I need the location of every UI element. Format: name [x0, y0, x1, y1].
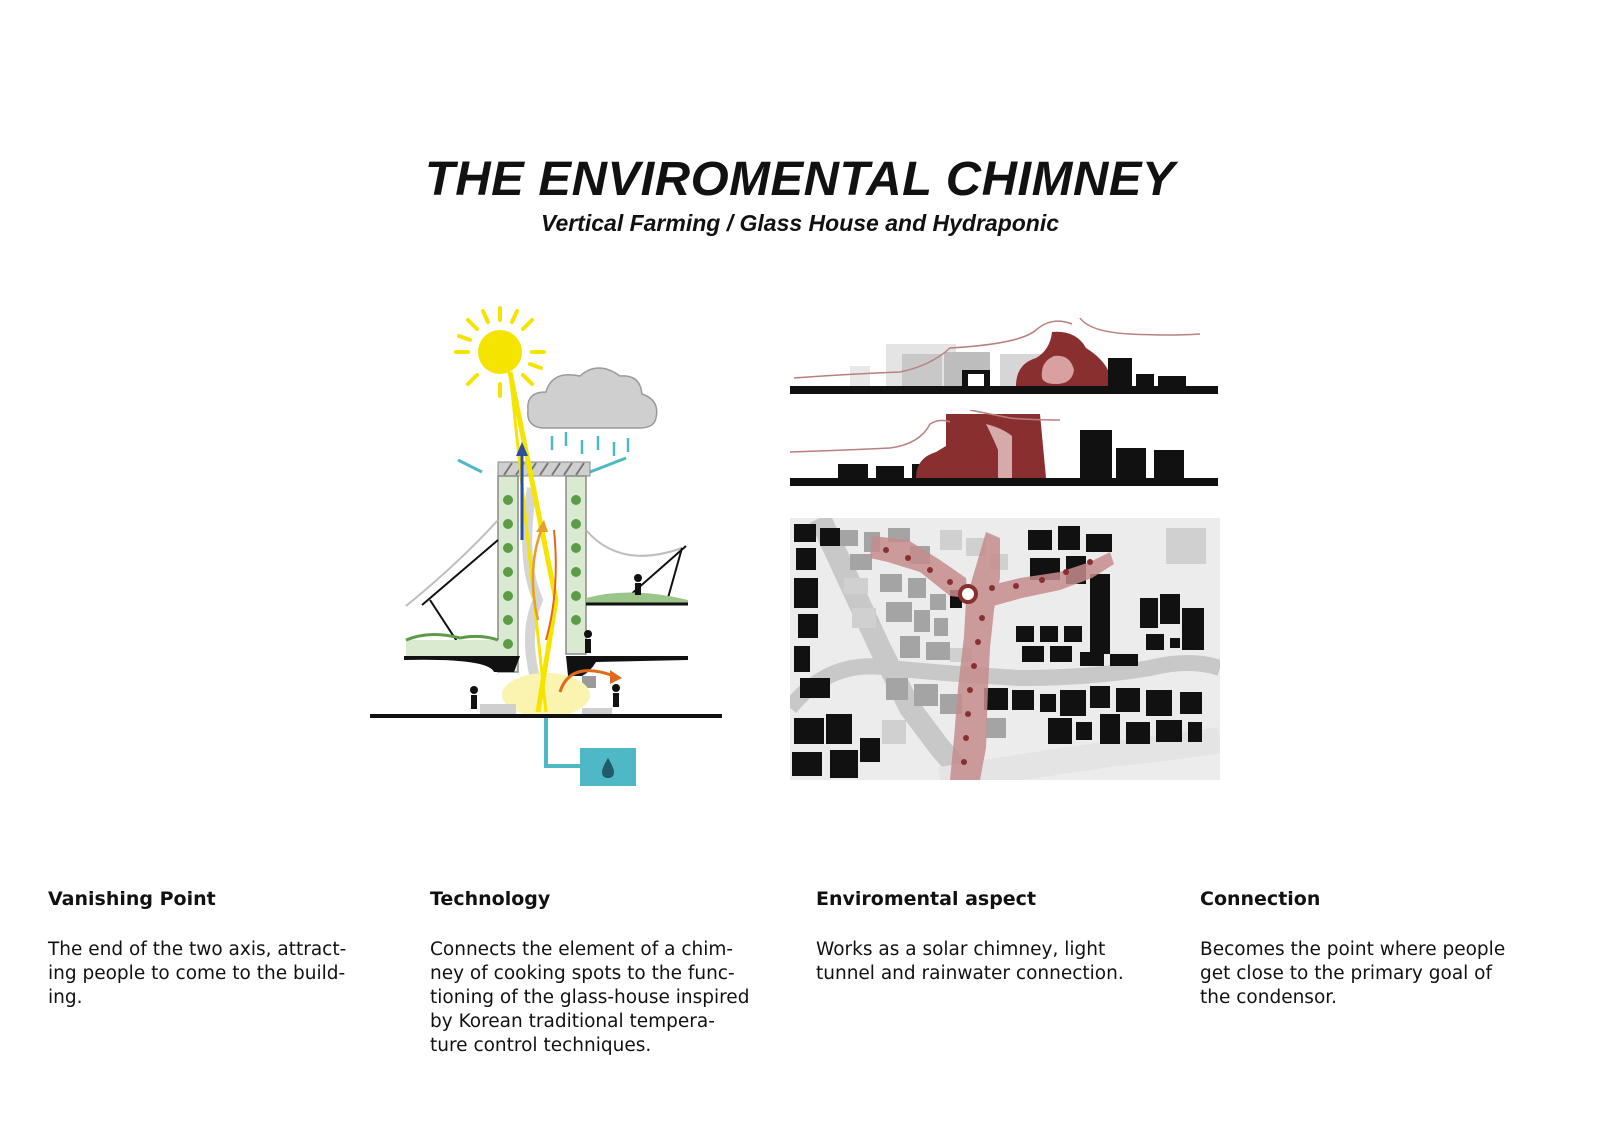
info-column-vanishing-point: Vanishing Point The end of the two axis,…	[48, 888, 378, 1010]
site-plan-map	[790, 518, 1220, 780]
page-subtitle: Vertical Farming / Glass House and Hydra…	[540, 210, 1060, 236]
chimney-section-diagram	[370, 306, 722, 786]
column-body: Works as a solar chimney, light tunnel a…	[816, 939, 1124, 984]
column-heading: Enviromental aspect	[816, 888, 1037, 910]
water-drop-icon	[602, 758, 614, 778]
column-body: The end of the two axis, attract- ing pe…	[48, 939, 347, 1008]
elevation-diagram-top	[790, 318, 1218, 394]
rain-icon	[550, 432, 630, 456]
info-column-enviromental-aspect: Enviromental aspect Works as a solar chi…	[816, 888, 1146, 986]
column-body: Connects the element of a chim- ney of c…	[430, 939, 750, 1056]
info-column-connection: Connection Becomes the point where peopl…	[1200, 888, 1530, 1010]
sun-icon	[454, 306, 546, 398]
person-icon	[470, 574, 642, 709]
column-heading: Connection	[1200, 888, 1321, 910]
cloud-icon	[527, 367, 658, 429]
vanishing-point-marker	[958, 584, 978, 604]
column-heading: Vanishing Point	[48, 888, 216, 910]
column-body: Becomes the point where people get close…	[1200, 939, 1506, 1008]
elevation-diagram-bottom	[790, 410, 1218, 486]
page-title: THE ENVIROMENTAL CHIMNEY	[424, 153, 1176, 206]
column-heading: Technology	[430, 888, 551, 910]
info-column-technology: Technology Connects the element of a chi…	[430, 888, 760, 1058]
